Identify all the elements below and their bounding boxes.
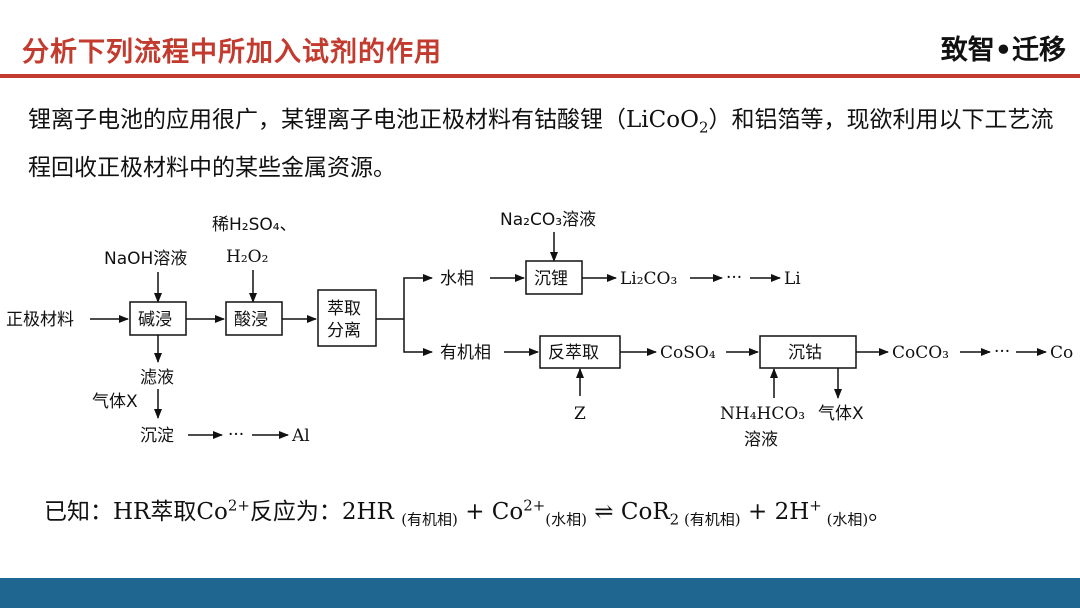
- coso4-label: CoSO₄: [660, 343, 716, 363]
- nh4hco3-label: NH₄HCO₃: [720, 404, 805, 424]
- hr-text: HR: [113, 499, 151, 525]
- al-label: Al: [291, 426, 310, 446]
- na2co3-label: Na₂CO₃溶液: [500, 210, 596, 230]
- alkali-leach-label: 碱浸: [138, 310, 172, 330]
- start-label: 正极材料: [6, 310, 74, 330]
- gas-x2-label: 气体X: [818, 404, 864, 424]
- end-punct: 。: [868, 499, 892, 525]
- precipitate-label: 沉淀: [140, 426, 174, 446]
- co-ion: Co2+: [196, 496, 250, 525]
- acid-reagent-label-2: H₂O₂: [226, 247, 268, 267]
- equation: 2HR (有机相) + Co2+(水相) ⇌ CoR2 (有机相) + 2H+ …: [341, 496, 869, 529]
- li-precip-label: 沉锂: [534, 269, 568, 289]
- acid-leach-box: [225, 301, 283, 336]
- extraction-label-1: 萃取: [327, 299, 361, 319]
- gas-x-label: 气体X: [92, 392, 138, 412]
- header: 分析下列流程中所加入试剂的作用 致智•迁移: [0, 0, 1080, 80]
- li-precip-box: [525, 260, 583, 295]
- extraction-label-2: 分离: [327, 321, 361, 341]
- known-reaction: 已知：HR萃取Co2+反应为：2HR (有机相) + Co2+(水相) ⇌ Co…: [44, 492, 891, 530]
- organic-phase-label: 有机相: [440, 343, 491, 363]
- z-label: Z: [574, 404, 586, 424]
- li-label: Li: [784, 269, 801, 289]
- process-flow-diagram: 正极材料 NaOH溶液 碱浸 稀H₂SO₄、 H₂O₂ 酸浸 萃取 分离 滤液 …: [6, 210, 1073, 450]
- dots-co-path: ···: [994, 342, 1010, 362]
- extract-text: 萃取: [150, 499, 197, 525]
- acid-reagent-label-1: 稀H₂SO₄、: [212, 215, 297, 235]
- licoo2-formula: LiCoO2: [626, 107, 709, 137]
- intro-text-1: 锂离子电池的应用很广，某锂离子电池正极材料有钴酸锂（: [28, 107, 626, 133]
- co-label: Co: [1050, 343, 1073, 363]
- extraction-box: [317, 289, 377, 347]
- branch-organic: [403, 319, 433, 356]
- solution-label: 溶液: [744, 430, 778, 450]
- header-divider: [0, 74, 1080, 78]
- filtrate-label: 滤液: [140, 368, 174, 388]
- back-extraction-label: 反萃取: [548, 343, 599, 363]
- footer-bar: [0, 578, 1080, 608]
- aqueous-phase-label: 水相: [440, 269, 474, 289]
- dots-li-path: ···: [726, 268, 742, 288]
- reaction-text: 反应为：: [249, 499, 342, 525]
- intro-text-2: ）和铝箔等，现欲利用以下工艺流程回收正极材料中的某些金属资源。: [28, 107, 1054, 181]
- intro-paragraph: 锂离子电池的应用很广，某锂离子电池正极材料有钴酸锂（LiCoO2）和铝箔等，现欲…: [28, 100, 1058, 188]
- known-label: 已知：: [44, 499, 113, 525]
- li2co3-label: Li₂CO₃: [620, 269, 677, 289]
- alkali-leach-box: [129, 301, 187, 336]
- co-precip-label: 沉钴: [788, 343, 822, 363]
- brand-label: 致智•迁移: [940, 35, 1066, 66]
- co-precip-box: [759, 335, 857, 369]
- page-title: 分析下列流程中所加入试剂的作用: [22, 37, 442, 68]
- dots-al-path: ···: [228, 425, 244, 445]
- branch-aqueous: [403, 274, 433, 319]
- coco3-label: CoCO₃: [892, 343, 949, 363]
- acid-leach-label: 酸浸: [234, 310, 268, 330]
- naoh-label: NaOH溶液: [104, 249, 187, 269]
